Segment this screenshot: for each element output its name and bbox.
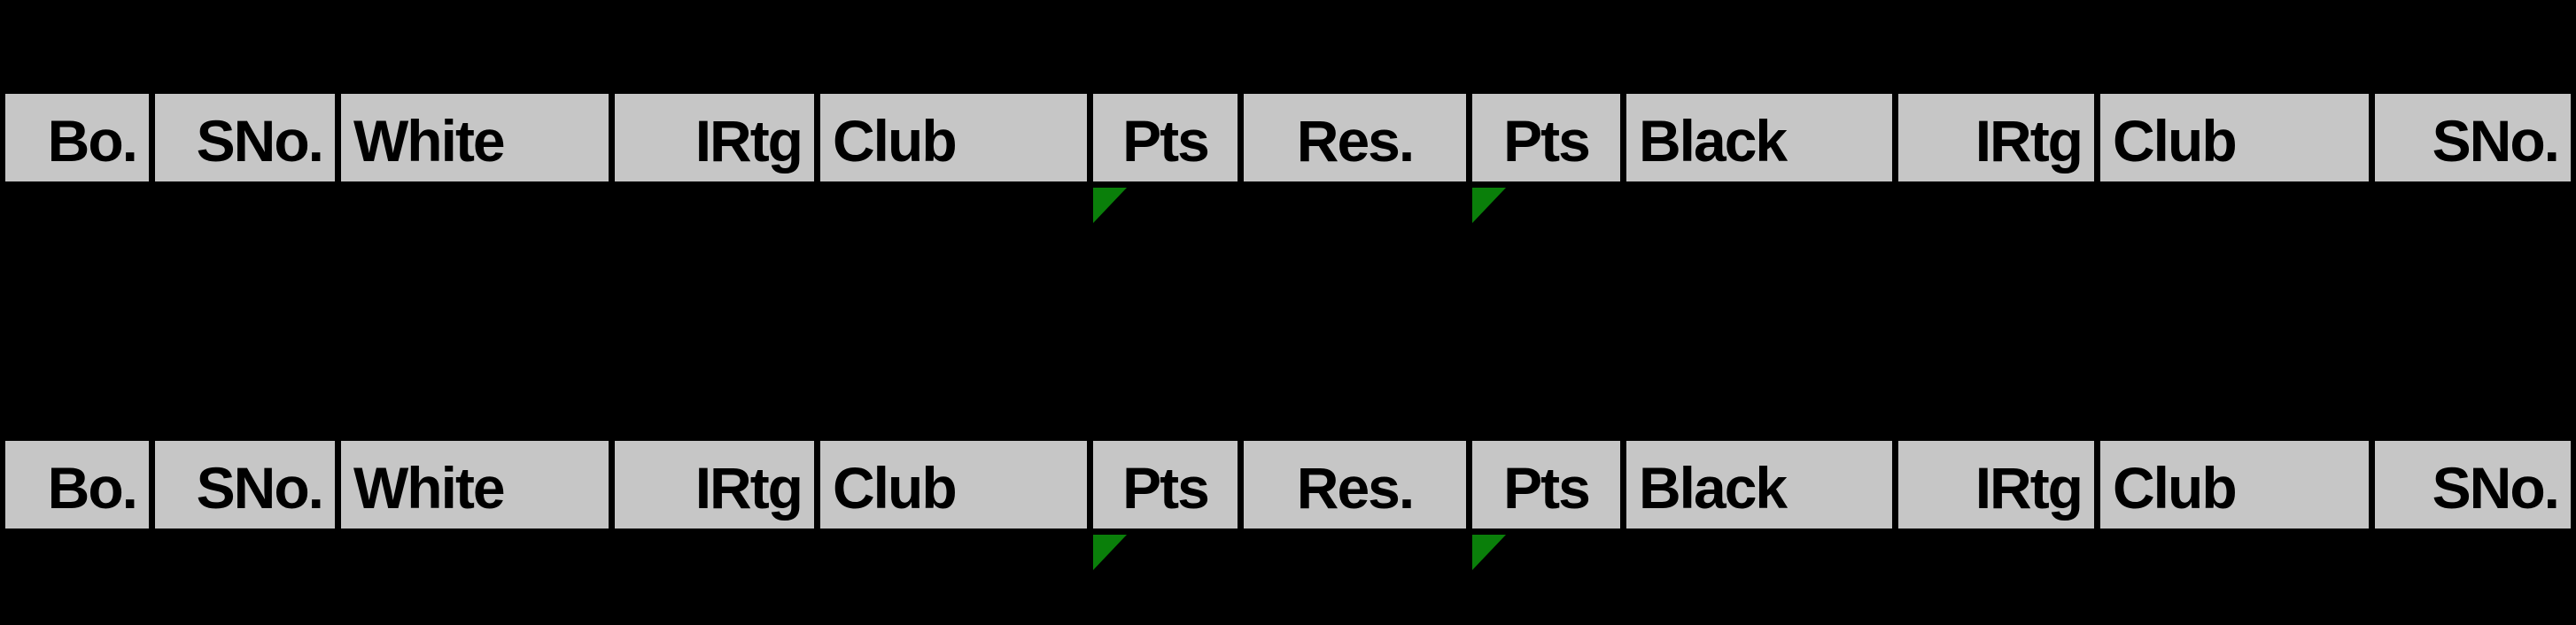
col-header-sno-black: SNo. xyxy=(2375,94,2571,181)
col-header-irtg-black: IRtg xyxy=(1898,94,2094,181)
col-header-pts-black: Pts xyxy=(1472,94,1620,181)
col-header-pts-black: Pts xyxy=(1472,441,1620,529)
col-header-irtg-white: IRtg xyxy=(615,94,814,181)
col-header-club-black: Club xyxy=(2100,94,2369,181)
green-corner-marker-icon xyxy=(1093,188,1127,223)
col-header-club-black: Club xyxy=(2100,441,2369,529)
col-header-club-white: Club xyxy=(820,94,1087,181)
col-header-res: Res. xyxy=(1244,94,1466,181)
col-header-black: Black xyxy=(1626,441,1892,529)
col-header-sno-black: SNo. xyxy=(2375,441,2571,529)
pairing-header-row-1: Bo. SNo. White IRtg Club Pts Res. Pts Bl… xyxy=(0,88,2576,223)
green-corner-marker-icon xyxy=(1472,535,1506,570)
header-grid: Bo. SNo. White IRtg Club Pts Res. Pts Bl… xyxy=(0,435,2576,535)
pairing-header-row-2: Bo. SNo. White IRtg Club Pts Res. Pts Bl… xyxy=(0,435,2576,570)
header-grid: Bo. SNo. White IRtg Club Pts Res. Pts Bl… xyxy=(0,88,2576,188)
col-header-sno-white: SNo. xyxy=(155,441,335,529)
col-header-pts-white: Pts xyxy=(1093,94,1238,181)
col-header-pts-white: Pts xyxy=(1093,441,1238,529)
col-header-white: White xyxy=(341,441,609,529)
col-header-irtg-black: IRtg xyxy=(1898,441,2094,529)
col-header-bo: Bo. xyxy=(5,94,149,181)
green-corner-marker-icon xyxy=(1472,188,1506,223)
col-header-res: Res. xyxy=(1244,441,1466,529)
col-header-club-white: Club xyxy=(820,441,1087,529)
col-header-black: Black xyxy=(1626,94,1892,181)
col-header-bo: Bo. xyxy=(5,441,149,529)
col-header-white: White xyxy=(341,94,609,181)
col-header-sno-white: SNo. xyxy=(155,94,335,181)
col-header-irtg-white: IRtg xyxy=(615,441,814,529)
green-corner-marker-icon xyxy=(1093,535,1127,570)
